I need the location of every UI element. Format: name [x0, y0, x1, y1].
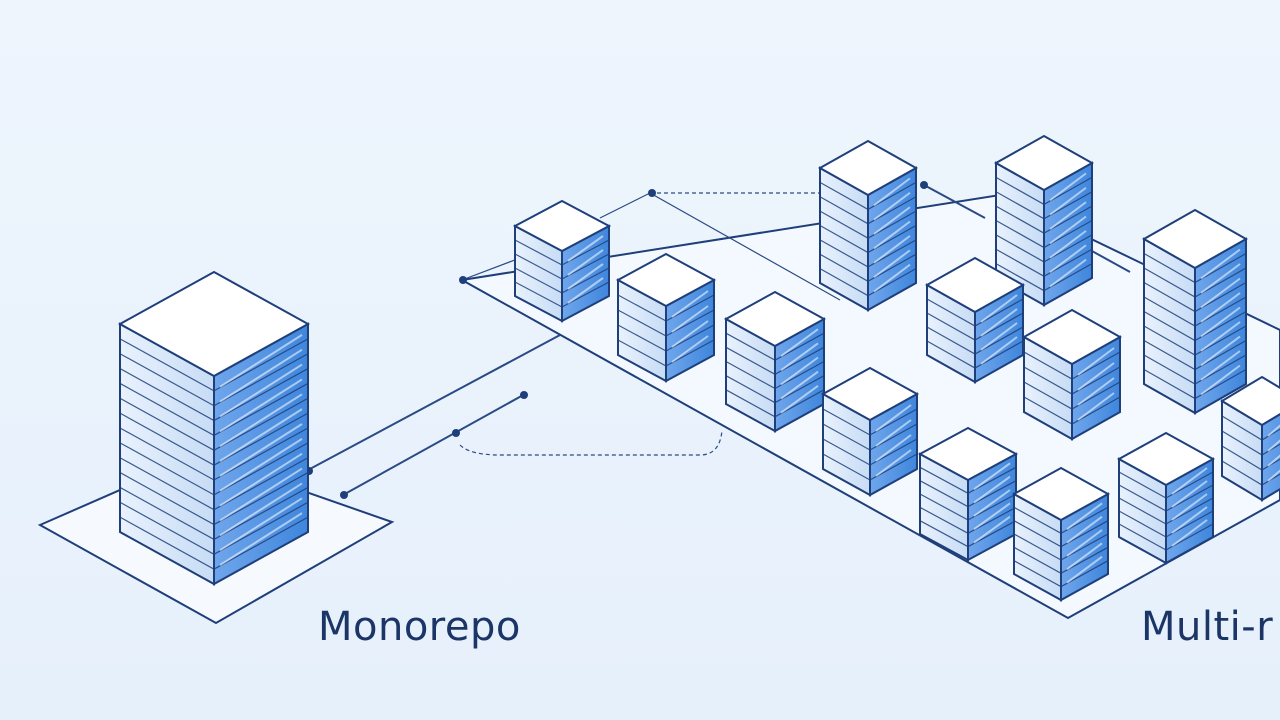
server-stack-3: [723, 290, 827, 433]
monorepo-tower-icon: [117, 270, 311, 586]
server-stack-9: [820, 366, 920, 497]
server-stack-10: [917, 426, 1019, 562]
monorepo-tower: [117, 270, 311, 586]
server-stack-2: [615, 252, 717, 383]
server-stack-4: [817, 139, 919, 312]
server-stack-12: [1116, 431, 1216, 565]
multirepo-label: Multi-r: [1141, 604, 1274, 650]
monorepo-label: Monorepo: [318, 604, 521, 650]
server-stack-1: [512, 199, 612, 323]
server-stack-5: [993, 134, 1095, 307]
server-stack-7: [1021, 308, 1123, 441]
connector-lines: [307, 184, 1131, 496]
server-stack-6: [924, 256, 1026, 384]
server-stack-8: [1141, 208, 1249, 415]
multirepo-stacks: [512, 134, 1280, 602]
server-stack-11: [1011, 466, 1111, 602]
server-stack-13: [1220, 375, 1280, 502]
